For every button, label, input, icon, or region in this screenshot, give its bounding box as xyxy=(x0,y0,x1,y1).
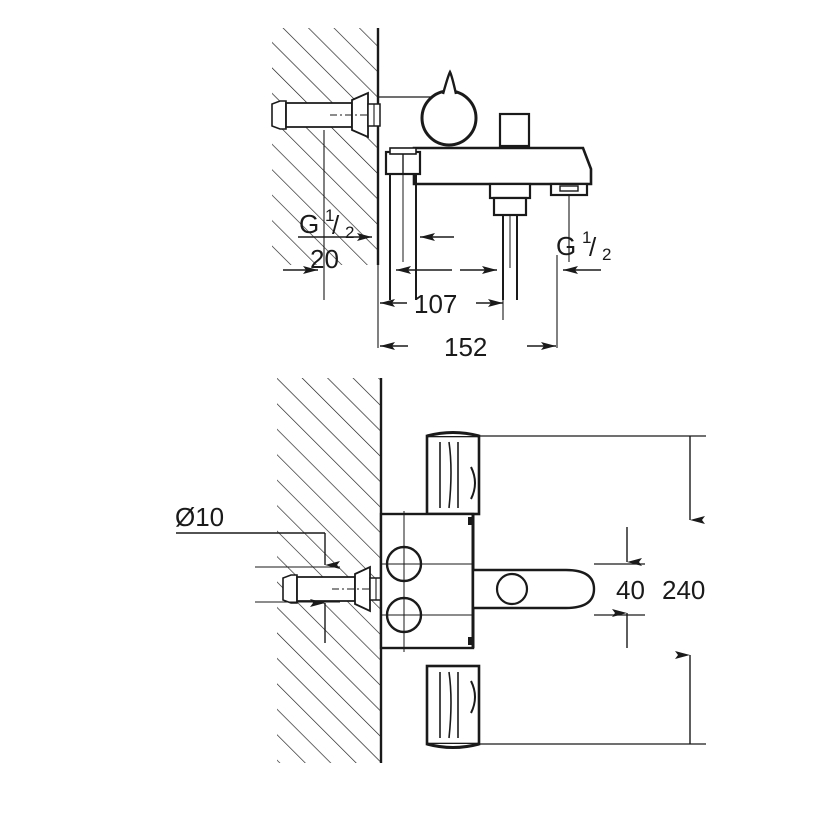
thread-label-right-numerator: 1 xyxy=(582,228,591,247)
dimension-label-107: 107 xyxy=(414,289,457,319)
thread-label-right-denominator: 2 xyxy=(602,245,611,264)
mixer-body-side-view xyxy=(378,69,593,300)
thread-label-right-slash: / xyxy=(589,232,597,262)
upper-anchor-bolt xyxy=(271,91,381,139)
thread-label-left-slash: / xyxy=(332,210,340,240)
dimension-label-40: 40 xyxy=(616,575,645,605)
dimension-label-240: 240 xyxy=(662,575,705,605)
lower-dimension-lines xyxy=(176,435,706,745)
dimension-labels: G 1 / 2 20 G 1 / 2 107 152 Ø10 40 240 xyxy=(175,206,705,605)
lower-anchor-bolt xyxy=(282,565,383,613)
thread-label-right-glyph: G xyxy=(556,231,576,261)
dimension-label-20: 20 xyxy=(310,244,339,274)
thread-label-left-numerator: 1 xyxy=(325,206,334,225)
upper-wall-section xyxy=(272,28,380,265)
mixer-body-plan-view xyxy=(379,431,596,749)
thread-label-left-glyph: G xyxy=(299,209,319,239)
upper-dimension-lines xyxy=(283,130,601,350)
thread-label-left-denominator: 2 xyxy=(345,223,354,242)
dimension-label-diameter-10: Ø10 xyxy=(175,502,224,532)
dimension-label-152: 152 xyxy=(444,332,487,362)
